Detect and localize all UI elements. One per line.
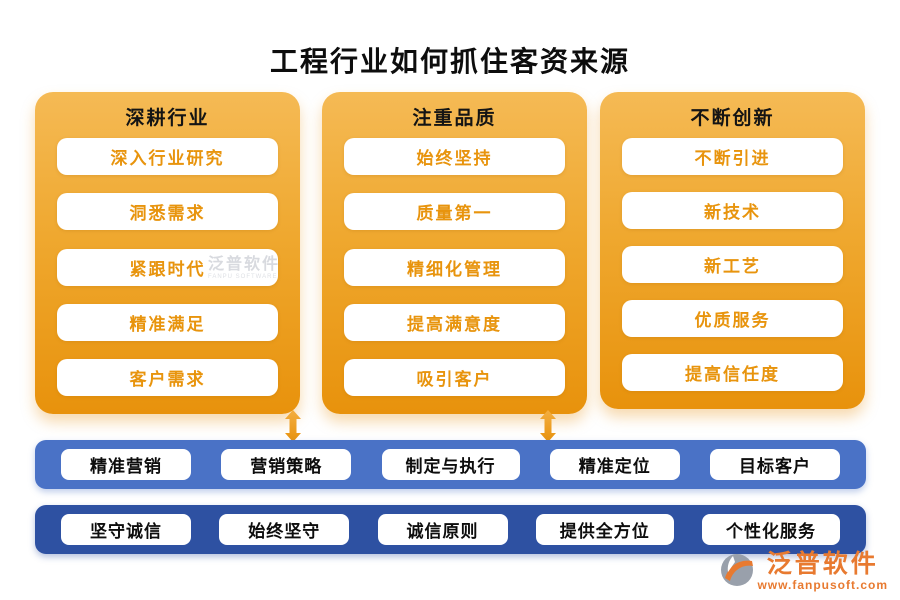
column-header: 不断创新 <box>690 108 775 129</box>
column-header: 注重品质 <box>412 108 497 129</box>
integrity-bar: 坚守诚信 始终坚守 诚信原则 提供全方位 个性化服务 <box>35 505 866 554</box>
column-item: 客户需求 <box>57 359 278 396</box>
column-item: 不断引进 <box>622 138 843 175</box>
up-down-arrow-icon <box>540 410 556 442</box>
brand-logo-text: 泛普软件 www.fanpusoft.com <box>757 550 888 593</box>
column-item: 洞悉需求 <box>57 193 278 231</box>
column-item: 吸引客户 <box>344 359 565 396</box>
bar-item: 提供全方位 <box>535 514 674 545</box>
bar-item: 诚信原则 <box>377 514 508 545</box>
column-item: 精准满足 <box>57 303 278 341</box>
brand-name: 泛普软件 <box>766 550 879 578</box>
column-deep-industry: 深耕行业 深入行业研究 洞悉需求 紧跟时代 精准满足 客户需求 <box>35 92 300 414</box>
bar-item: 精准定位 <box>549 449 680 480</box>
column-item-list: 不断引进 新技术 新工艺 优质服务 提高信任度 <box>622 138 843 391</box>
column-item-list: 始终坚持 质量第一 精细化管理 提高满意度 吸引客户 <box>344 138 565 396</box>
bar-item: 坚守诚信 <box>61 514 191 545</box>
column-item: 紧跟时代 <box>57 248 278 286</box>
bar-item: 制定与执行 <box>381 449 520 480</box>
column-item: 提高满意度 <box>344 303 565 341</box>
column-item: 新技术 <box>622 192 843 229</box>
column-item-list: 深入行业研究 洞悉需求 紧跟时代 精准满足 客户需求 <box>57 138 278 396</box>
column-quality-focus: 注重品质 始终坚持 质量第一 精细化管理 提高满意度 吸引客户 <box>322 92 587 414</box>
bar-item: 营销策略 <box>221 449 352 480</box>
column-innovation: 不断创新 不断引进 新技术 新工艺 优质服务 提高信任度 <box>600 92 865 409</box>
brand-url: www.fanpusoft.com <box>757 578 888 592</box>
fanpu-logo-icon <box>721 554 754 586</box>
page-title: 工程行业如何抓住客资来源 <box>269 46 630 77</box>
column-item: 始终坚持 <box>344 138 565 175</box>
bar-item: 精准营销 <box>61 449 191 480</box>
column-item: 优质服务 <box>622 300 843 337</box>
bar-item: 始终坚守 <box>219 514 350 545</box>
bar-item: 目标客户 <box>710 449 840 480</box>
column-item: 质量第一 <box>344 193 565 231</box>
column-header: 深耕行业 <box>125 108 210 129</box>
brand-logo: 泛普软件 www.fanpusoft.com <box>719 551 888 592</box>
marketing-bar: 精准营销 营销策略 制定与执行 精准定位 目标客户 <box>35 440 866 489</box>
bar-item: 个性化服务 <box>702 514 840 545</box>
column-item: 提高信任度 <box>622 354 843 391</box>
up-down-arrow-icon <box>285 410 301 442</box>
column-item: 新工艺 <box>622 246 843 283</box>
column-item: 深入行业研究 <box>57 138 278 175</box>
column-item: 精细化管理 <box>344 248 565 286</box>
